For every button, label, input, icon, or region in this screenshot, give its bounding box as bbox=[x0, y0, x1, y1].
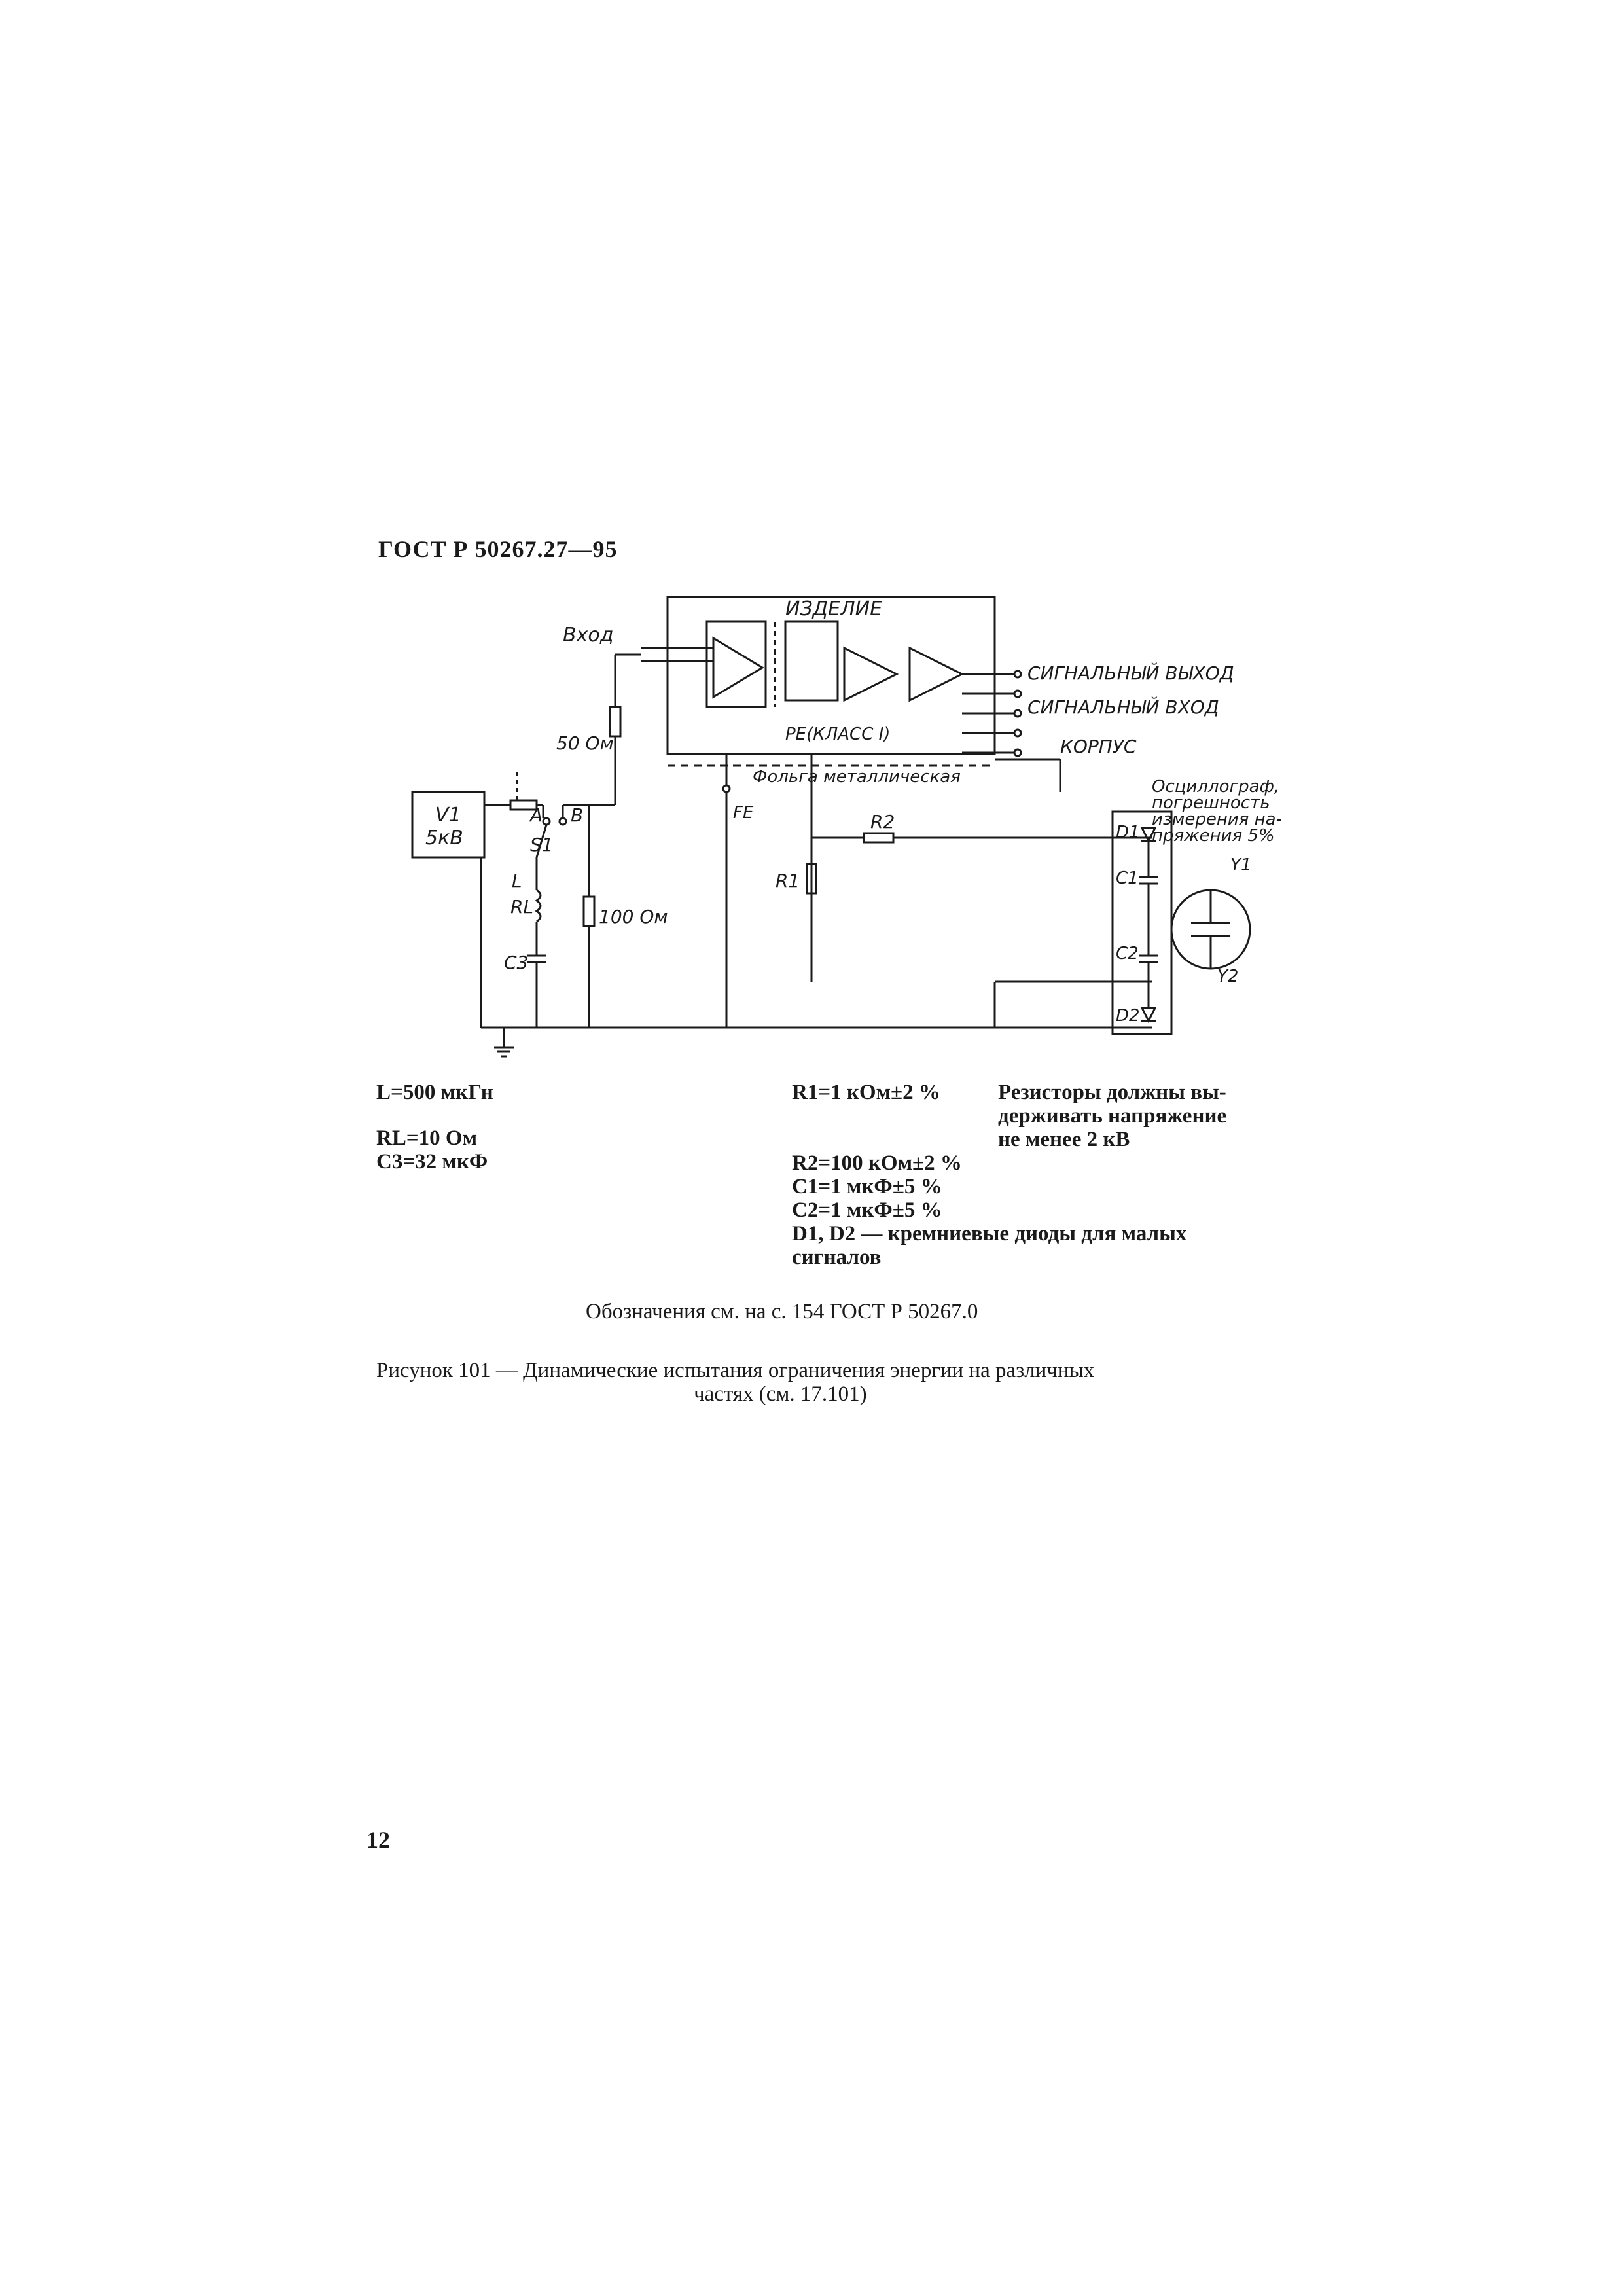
label-d1: D1 bbox=[1116, 823, 1140, 842]
diode-d1 bbox=[1140, 827, 1157, 844]
fe-terminal bbox=[722, 784, 731, 793]
label-c1: C1 bbox=[1116, 869, 1139, 888]
label-y1: Y1 bbox=[1230, 855, 1251, 875]
label-signal-output: СИГНАЛЬНЫЙ ВЫХОД bbox=[1027, 662, 1234, 684]
resistor-r1 bbox=[806, 863, 817, 895]
source-box bbox=[411, 791, 486, 859]
label-d2: D2 bbox=[1116, 1006, 1140, 1026]
label-source-5kv: 5кВ bbox=[425, 827, 463, 850]
resistor-100 bbox=[582, 895, 596, 927]
param-c1: C1=1 мкФ±5 % bbox=[792, 1175, 942, 1198]
label-input: Вход bbox=[563, 624, 613, 647]
param-diodes: D1, D2 — кремниевые диоды для малых bbox=[792, 1222, 1187, 1246]
amp3-triangle bbox=[908, 646, 965, 702]
figure-caption-line-1: Рисунок 101 — Динамические испытания огр… bbox=[376, 1359, 1095, 1382]
label-l: L bbox=[512, 870, 522, 891]
notation-note: Обозначения см. на с. 154 ГОСТ Р 50267.0 bbox=[586, 1300, 978, 1323]
label-r50: 50 Ом bbox=[556, 732, 614, 754]
label-osc-3: измерения на- bbox=[1152, 810, 1282, 829]
label-product: ИЗДЕЛИЕ bbox=[785, 598, 882, 620]
circuit-diagram: ИЗДЕЛИЕ Вход СИГНАЛЬНЫЙ ВЫХОД СИГНАЛЬНЫЙ… bbox=[411, 596, 1282, 1058]
amp1-box bbox=[705, 620, 767, 708]
label-foil: Фольга металлическая bbox=[753, 767, 961, 787]
label-a: A bbox=[529, 804, 543, 826]
label-r2: R2 bbox=[870, 811, 895, 833]
amp2-box bbox=[784, 620, 839, 702]
param-c3: C3=32 мкФ bbox=[376, 1150, 488, 1174]
label-b: B bbox=[571, 804, 583, 826]
label-housing: КОРПУС bbox=[1060, 736, 1137, 757]
param-r1-note-3: не менее 2 кВ bbox=[998, 1128, 1130, 1151]
page-number: 12 bbox=[366, 1827, 390, 1853]
param-r1-note-2: держивать напряжение bbox=[998, 1104, 1227, 1128]
label-rl: RL bbox=[510, 896, 533, 918]
label-signal-input: СИГНАЛЬНЫЙ ВХОД bbox=[1027, 696, 1219, 718]
label-c2: C2 bbox=[1116, 944, 1139, 963]
label-pe: РЕ(КЛАСС I) bbox=[785, 725, 890, 744]
label-fe: FE bbox=[733, 803, 754, 823]
label-y2: Y2 bbox=[1217, 967, 1238, 986]
label-osc-2: погрешность bbox=[1152, 793, 1270, 813]
label-osc-4: пряжения 5% bbox=[1152, 826, 1275, 846]
figure-caption-line-2: частях (см. 17.101) bbox=[694, 1382, 867, 1406]
resistor-r2 bbox=[863, 832, 895, 844]
label-osc-1: Осциллограф, bbox=[1152, 777, 1279, 797]
diode-d2 bbox=[1140, 1007, 1157, 1024]
param-diodes-2: сигналов bbox=[792, 1246, 882, 1269]
param-r2: R2=100 кОм±2 % bbox=[792, 1151, 962, 1175]
label-source-v1: V1 bbox=[435, 804, 461, 827]
amp2-triangle bbox=[843, 646, 899, 702]
label-c3: C3 bbox=[504, 952, 528, 973]
param-l: L=500 мкГн bbox=[376, 1081, 493, 1104]
param-c2: C2=1 мкФ±5 % bbox=[792, 1198, 942, 1222]
label-s1: S1 bbox=[530, 834, 554, 855]
document-header: ГОСТ Р 50267.27—95 bbox=[378, 536, 618, 562]
param-r1-note-1: Резисторы должны вы- bbox=[998, 1081, 1226, 1104]
amp1-triangle bbox=[712, 636, 764, 699]
param-r1: R1=1 кОм±2 % bbox=[792, 1081, 940, 1104]
label-r1: R1 bbox=[776, 870, 800, 891]
param-rl: RL=10 Ом bbox=[376, 1126, 478, 1150]
label-r100: 100 Ом bbox=[599, 906, 668, 927]
